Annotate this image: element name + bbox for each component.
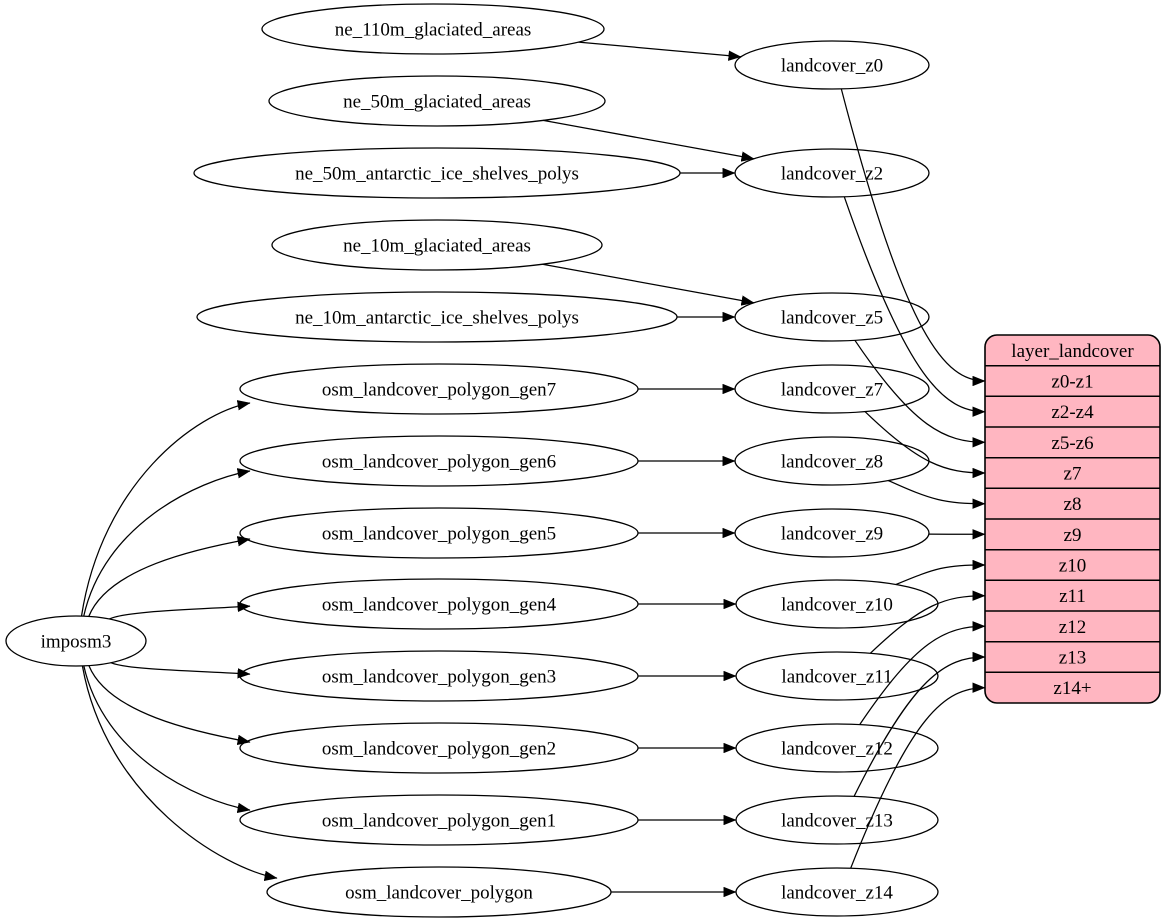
edge-landcover_z0-row-z0-z1 <box>840 88 986 387</box>
node-landcover_z8: landcover_z8 <box>734 436 930 486</box>
node-landcover_z10: landcover_z10 <box>735 579 939 629</box>
node-landcover_z5: landcover_z5 <box>734 292 930 342</box>
node-osm_landcover_polygon_gen2: osm_landcover_polygon_gen2 <box>239 722 639 774</box>
edge-landcover_z13-row-z13 <box>853 651 986 797</box>
node-label: osm_landcover_polygon_gen5 <box>322 523 556 544</box>
edge-imposm3-osm_landcover_polygon_gen7 <box>80 400 251 617</box>
node-label: landcover_z2 <box>781 163 883 184</box>
edge-landcover_z5-row-z5-z6 <box>854 339 986 448</box>
table-row-label: z13 <box>1059 647 1086 668</box>
edge-imposm3-osm_landcover_polygon_gen1 <box>83 665 251 813</box>
node-label: osm_landcover_polygon_gen2 <box>322 738 556 759</box>
node-label: osm_landcover_polygon_gen6 <box>322 451 556 472</box>
node-label: landcover_z9 <box>781 523 883 544</box>
edge-imposm3-osm_landcover_polygon_gen3 <box>110 662 251 679</box>
edge-imposm3-osm_landcover_polygon_gen4 <box>109 601 251 620</box>
node-landcover_z13: landcover_z13 <box>735 795 939 845</box>
node-ellipse <box>734 40 930 90</box>
node-label: landcover_z0 <box>781 55 883 76</box>
node-landcover_z14: landcover_z14 <box>735 867 939 917</box>
node-osm_landcover_polygon_gen6: osm_landcover_polygon_gen6 <box>239 435 639 487</box>
node-ellipse <box>268 75 606 127</box>
node-ellipse <box>271 219 603 271</box>
node-label: ne_10m_glaciated_areas <box>343 235 531 256</box>
node-label: ne_50m_glaciated_areas <box>343 91 531 112</box>
node-label: landcover_z5 <box>781 307 883 328</box>
edge-landcover_z14-row-z14+ <box>850 682 986 869</box>
nodes-layer: layer_landcover z0-z1 z2-z4 z5-z6 z7 z8 z9 z10 z… <box>5 3 1161 918</box>
node-osm_landcover_polygon: osm_landcover_polygon <box>266 866 612 918</box>
node-label: landcover_z12 <box>781 738 893 759</box>
table-row-label: z10 <box>1059 555 1086 576</box>
node-ne_50m_glaciated_areas: ne_50m_glaciated_areas <box>268 75 606 127</box>
node-label: ne_110m_glaciated_areas <box>335 19 532 40</box>
node-label: osm_landcover_polygon <box>345 882 533 903</box>
table-row-label: z9 <box>1064 525 1082 546</box>
node-ne_10m_antarctic_ice_shelves_polys: ne_10m_antarctic_ice_shelves_polys <box>196 291 678 343</box>
node-label: landcover_z14 <box>781 882 893 903</box>
node-osm_landcover_polygon_gen4: osm_landcover_polygon_gen4 <box>239 578 639 630</box>
edge-landcover_z2-row-z2-z4 <box>843 196 986 417</box>
node-landcover_z11: landcover_z11 <box>735 651 939 701</box>
node-label: imposm3 <box>41 631 112 652</box>
edge-imposm3-osm_landcover_polygon_gen5 <box>88 536 251 617</box>
edge-imposm3-osm_landcover_polygon <box>81 665 278 881</box>
node-osm_landcover_polygon_gen1: osm_landcover_polygon_gen1 <box>239 794 639 846</box>
edge-landcover_z8-row-z8 <box>888 479 986 509</box>
edge-ne_110m_glaciated_areas-landcover_z0 <box>578 41 742 61</box>
node-label: landcover_z7 <box>781 379 883 400</box>
node-imposm3: imposm3 <box>5 615 147 667</box>
table-row-label: z8 <box>1064 494 1082 515</box>
table-row-label: z7 <box>1064 463 1082 484</box>
edge-ne_50m_glaciated_areas-landcover_z2 <box>543 119 755 162</box>
node-label: landcover_z10 <box>781 594 893 615</box>
edge-imposm3-osm_landcover_polygon_gen6 <box>83 468 251 617</box>
node-label: ne_10m_antarctic_ice_shelves_polys <box>295 307 579 328</box>
node-ellipse <box>261 3 605 55</box>
edge-ne_10m_glaciated_areas-landcover_z5 <box>542 263 755 306</box>
node-landcover_z2: landcover_z2 <box>734 148 930 198</box>
table-layer-landcover: layer_landcover z0-z1 z2-z4 z5-z6 z7 z8 z9 z10 z… <box>984 334 1161 704</box>
node-label: osm_landcover_polygon_gen1 <box>322 810 556 831</box>
table-title: layer_landcover <box>1011 341 1134 362</box>
node-label: landcover_z13 <box>781 810 893 831</box>
node-label: osm_landcover_polygon_gen7 <box>322 379 556 400</box>
table-row-label: z11 <box>1059 586 1086 607</box>
node-ne_50m_antarctic_ice_shelves_polys: ne_50m_antarctic_ice_shelves_polys <box>193 147 681 199</box>
node-ellipse <box>5 615 147 667</box>
node-landcover_z9: landcover_z9 <box>734 508 930 558</box>
table-row-label: z5-z6 <box>1051 433 1093 454</box>
node-label: landcover_z8 <box>781 451 883 472</box>
edge-landcover_z11-row-z11 <box>869 590 986 654</box>
node-osm_landcover_polygon_gen7: osm_landcover_polygon_gen7 <box>239 363 639 415</box>
node-ne_110m_glaciated_areas: ne_110m_glaciated_areas <box>261 3 605 55</box>
edge-landcover_z7-row-z7 <box>864 411 986 479</box>
edges-layer <box>80 41 986 898</box>
node-ne_10m_glaciated_areas: ne_10m_glaciated_areas <box>271 219 603 271</box>
edge-landcover_z10-row-z10 <box>895 559 986 586</box>
node-landcover_z0: landcover_z0 <box>734 40 930 90</box>
node-label: osm_landcover_polygon_gen4 <box>322 594 557 615</box>
node-label: landcover_z11 <box>781 666 892 687</box>
node-landcover_z12: landcover_z12 <box>735 723 939 773</box>
table-row-label: z0-z1 <box>1051 371 1093 392</box>
edge-landcover_z12-row-z12 <box>859 621 986 725</box>
node-osm_landcover_polygon_gen3: osm_landcover_polygon_gen3 <box>239 650 639 702</box>
node-label: ne_50m_antarctic_ice_shelves_polys <box>295 163 579 184</box>
table-row-label: z14+ <box>1053 678 1091 699</box>
table-row-label: z2-z4 <box>1051 402 1094 423</box>
edge-imposm3-osm_landcover_polygon_gen2 <box>88 665 251 745</box>
node-landcover_z7: landcover_z7 <box>734 364 930 414</box>
node-osm_landcover_polygon_gen5: osm_landcover_polygon_gen5 <box>239 507 639 559</box>
node-label: osm_landcover_polygon_gen3 <box>322 666 556 687</box>
table-row-label: z12 <box>1059 617 1086 638</box>
